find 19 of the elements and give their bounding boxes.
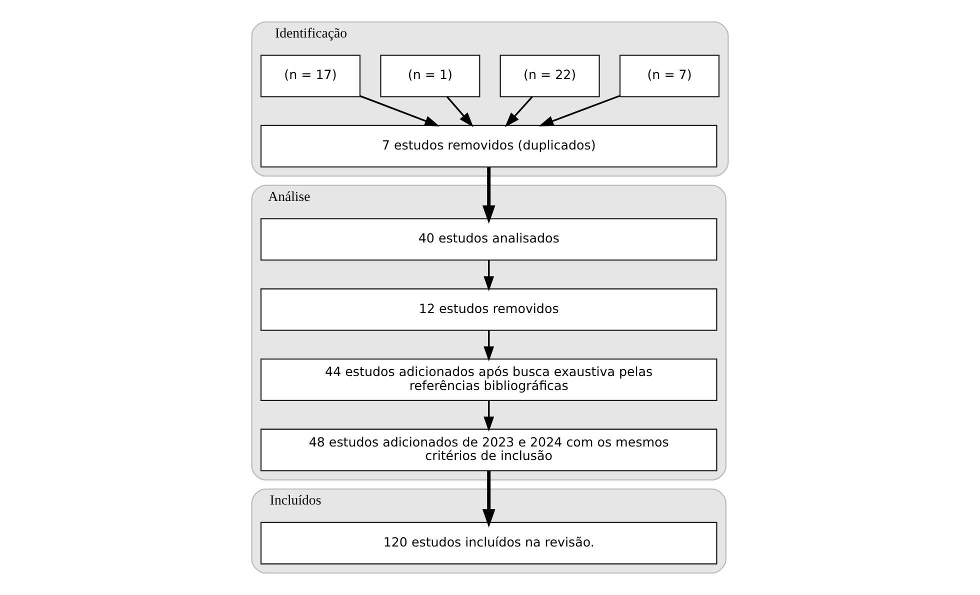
node-box: 40 estudos analisados [260,218,718,261]
arrow [482,167,496,224]
node-box: 44 estudos adicionados após busca exaustiva pelas referências bibliográficas [260,358,718,402]
node-box: 7 estudos removidos (duplicados) [260,124,718,168]
arrow [360,95,440,126]
arrow [484,400,494,432]
arrow [484,330,494,362]
arrow [446,96,474,128]
node-box: 120 estudos incluídos na revisão. [260,522,718,564]
arrow [484,260,494,292]
arrow [482,470,496,528]
arrow [538,95,620,126]
node-box: (n = 22) [500,54,600,98]
node-box: 12 estudos removidos [260,288,718,331]
node-box: 48 estudos adicionados de 2023 e 2024 com os mesmos critérios de inclusão [260,428,718,472]
node-box: (n = 17) [260,54,361,98]
node-box: (n = 7) [619,54,720,98]
node-box: (n = 1) [380,54,480,98]
arrow [504,96,533,128]
